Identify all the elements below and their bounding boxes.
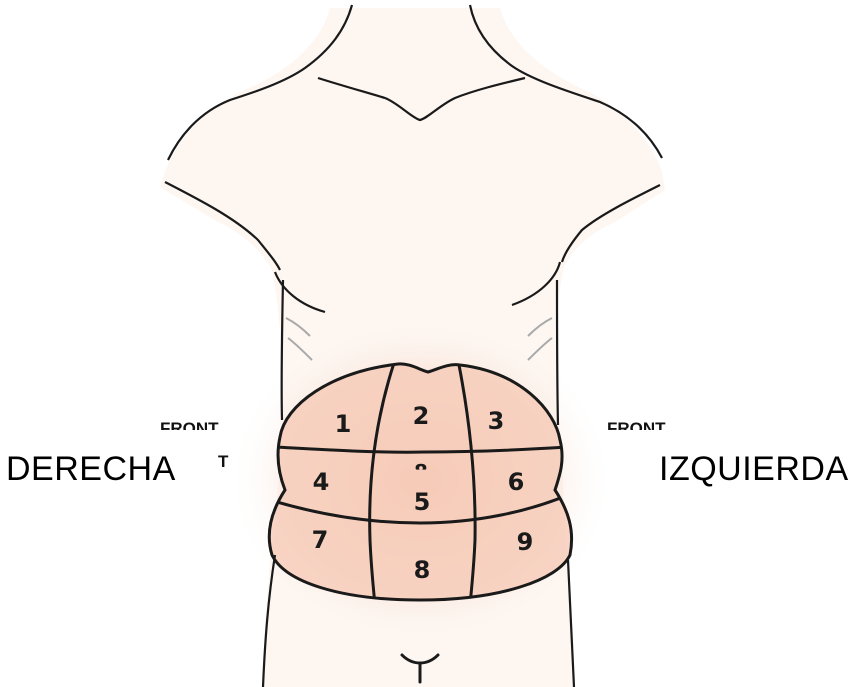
right-side-label: DERECHA — [6, 452, 176, 486]
region-9-number: 9 — [517, 528, 534, 556]
left-side-label: IZQUIERDA — [659, 452, 849, 486]
front-fragment-left: FRONT — [160, 420, 228, 430]
region-3-number: 3 — [488, 407, 505, 435]
t-fragment-left: T — [218, 453, 230, 467]
region-6-number: 6 — [508, 468, 525, 496]
right-flank-line — [557, 280, 558, 425]
region-4-number: 4 — [313, 468, 330, 496]
region-7-number: 7 — [312, 526, 329, 554]
region-8-number: 8 — [414, 556, 431, 584]
region-1-number: 1 — [335, 410, 352, 438]
region-2-number: 2 — [413, 402, 430, 430]
front-fragment-right: FRONT — [607, 420, 679, 430]
region-5-number: 5 — [414, 488, 431, 516]
left-flank-line — [282, 280, 283, 420]
